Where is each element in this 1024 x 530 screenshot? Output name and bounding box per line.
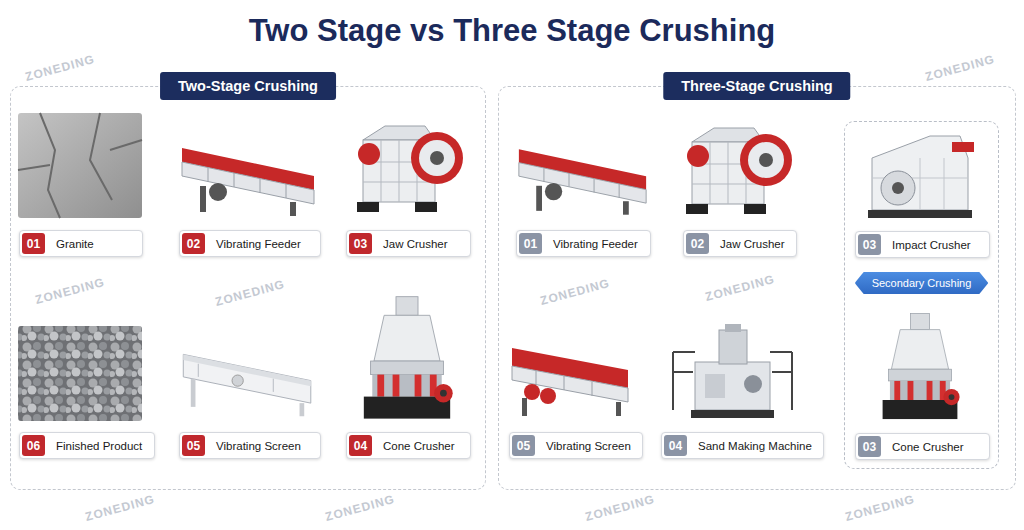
number-badge: 05 xyxy=(182,435,205,456)
label-pill: 05 Vibrating Screen xyxy=(509,432,643,459)
process-step: 01 Granite xyxy=(19,114,143,257)
label-pill: 05 Vibrating Screen xyxy=(179,432,321,459)
step-name: Cone Crusher xyxy=(383,440,455,452)
ribbon-label: Secondary Crushing xyxy=(855,272,989,294)
process-step: 03 Cone Crusher xyxy=(855,312,990,460)
process-step: 01 Vibrating Feeder xyxy=(516,141,651,257)
number-badge: 05 xyxy=(512,435,535,456)
label-pill: 01 Granite xyxy=(19,230,143,257)
step-name: Jaw Crusher xyxy=(720,238,785,250)
cone-crusher-picture xyxy=(883,313,960,419)
number-badge: 01 xyxy=(519,233,542,254)
label-pill: 04 Cone Crusher xyxy=(346,432,471,459)
watermark: ZONEDING xyxy=(844,492,917,524)
watermark: ZONEDING xyxy=(584,492,657,524)
step-name: Granite xyxy=(56,238,94,250)
secondary-group: Secondary Crushing03Impact Crusher03Cone… xyxy=(844,121,999,469)
jaw-crusher-picture xyxy=(686,128,792,214)
label-pill: 03 Impact Crusher xyxy=(855,231,990,258)
step-name: Impact Crusher xyxy=(892,239,971,251)
label-pill: 03 Jaw Crusher xyxy=(346,230,471,257)
label-pill: 01 Vibrating Feeder xyxy=(516,230,651,257)
label-pill: 06 Finished Product xyxy=(19,432,155,459)
process-step: 02 Vibrating Feeder xyxy=(179,141,321,257)
step-name: Vibrating Screen xyxy=(546,440,631,452)
number-badge: 03 xyxy=(858,234,881,255)
step-name: Sand Making Machine xyxy=(698,440,812,452)
process-step: 04 Cone Crusher xyxy=(346,296,471,459)
panel-tab: Three-Stage Crushing xyxy=(663,72,850,100)
watermark: ZONEDING xyxy=(924,52,997,84)
watermark: ZONEDING xyxy=(34,275,107,307)
step-name: Jaw Crusher xyxy=(383,238,448,250)
number-badge: 04 xyxy=(349,435,372,456)
label-pill: 03 Cone Crusher xyxy=(855,433,990,460)
process-step: 04 Sand Making Machine xyxy=(661,321,824,459)
vibrating-feeder-picture xyxy=(519,149,646,215)
watermark: ZONEDING xyxy=(539,276,612,308)
step-name: Vibrating Feeder xyxy=(553,238,638,250)
process-step: 03 Impact Crusher xyxy=(855,130,990,258)
step-name: Vibrating Feeder xyxy=(216,238,301,250)
number-badge: 06 xyxy=(22,435,45,456)
number-badge: 02 xyxy=(182,233,205,254)
label-pill: 02 Vibrating Feeder xyxy=(179,230,321,257)
process-step: 05 Vibrating Screen xyxy=(179,336,321,459)
watermark: ZONEDING xyxy=(214,277,287,309)
diagram-title: Two Stage vs Three Stage Crushing xyxy=(0,13,1024,49)
finished-gravel-photo xyxy=(18,326,142,421)
process-step: 03 Jaw Crusher xyxy=(346,119,471,257)
label-pill: 02 Jaw Crusher xyxy=(683,230,797,257)
process-step: 06 Finished Product xyxy=(19,327,155,459)
watermark: ZONEDING xyxy=(24,52,97,84)
watermark: ZONEDING xyxy=(704,272,777,304)
granite-photo xyxy=(18,113,142,218)
cone-crusher-picture xyxy=(364,297,453,419)
number-badge: 04 xyxy=(664,435,687,456)
step-name: Finished Product xyxy=(56,440,142,452)
number-badge: 02 xyxy=(686,233,709,254)
panel-tab: Two-Stage Crushing xyxy=(160,72,336,100)
process-step: 02 Jaw Crusher xyxy=(683,121,797,257)
step-name: Cone Crusher xyxy=(892,441,964,453)
number-badge: 01 xyxy=(22,233,45,254)
sand-making-machine-picture xyxy=(673,324,792,418)
watermark: ZONEDING xyxy=(84,492,157,524)
jaw-crusher-picture xyxy=(357,126,463,212)
watermark: ZONEDING xyxy=(324,492,397,524)
number-badge: 03 xyxy=(858,436,881,457)
process-step: 05 Vibrating Screen xyxy=(509,331,643,459)
vibrating-screen-picture xyxy=(183,354,311,416)
impact-crusher-picture xyxy=(868,136,974,218)
step-name: Vibrating Screen xyxy=(216,440,301,452)
number-badge: 03 xyxy=(349,233,372,254)
label-pill: 04 Sand Making Machine xyxy=(661,432,824,459)
vibrating-screen-picture xyxy=(512,348,628,416)
vibrating-feeder-picture xyxy=(182,148,314,216)
